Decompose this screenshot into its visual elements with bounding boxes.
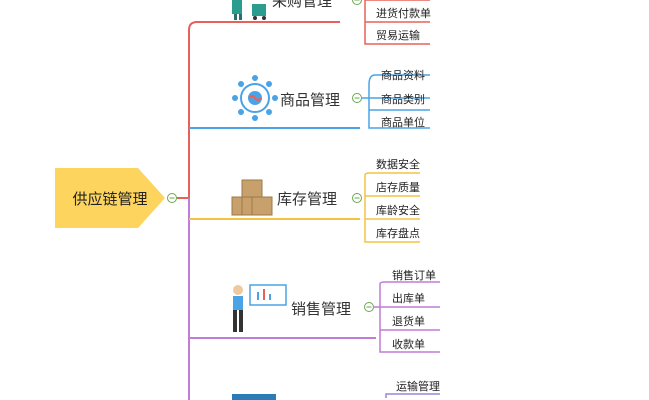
inventory-leaf-bracket [364,172,420,243]
leaf-logistics-management[interactable]: 运输管理 [396,380,440,393]
leaf-product-category[interactable]: 商品类别 [381,93,425,106]
purchase-collapse-toggle[interactable] [352,0,362,5]
leaf-inventory-age-safety[interactable]: 库龄安全 [376,204,420,217]
leaf-inventory-data-security[interactable]: 数据安全 [376,158,420,171]
leaf-sales-receipt[interactable]: 收款单 [392,338,425,351]
leaf-purchase-transport[interactable]: 贸易运输 [376,29,420,42]
product-collapse-toggle[interactable] [352,93,362,103]
root-collapse-toggle[interactable] [167,193,177,203]
inventory-collapse-toggle[interactable] [352,193,362,203]
leaf-product-unit[interactable]: 商品单位 [381,116,425,129]
sales-collapse-toggle[interactable] [364,302,374,312]
purchase-leaf-bracket [364,0,430,45]
branch-label-sales[interactable]: 销售管理 [291,300,352,318]
leaf-product-info[interactable]: 商品资料 [381,69,425,82]
worker-with-cart-icon [232,0,266,20]
presenter-chart-icon [233,284,287,332]
trunk-up [188,21,198,198]
leaf-inventory-count[interactable]: 库存盘点 [376,227,420,240]
root-node-shape[interactable] [55,168,165,228]
root-node-label: 供应链管理 [72,189,148,208]
branch-label-purchase[interactable]: 采购管理 [272,0,333,10]
leaf-sales-order[interactable]: 销售订单 [392,269,436,282]
leaf-sales-outbound[interactable]: 出库单 [392,292,425,305]
leaf-purchase-payment[interactable]: 进货付款单 [376,7,431,20]
product-leaf-bracket [362,74,430,129]
branch-label-product[interactable]: 商品管理 [280,91,341,109]
sales-leaf-bracket [374,281,440,353]
logistics-leaf-bracket [385,393,440,398]
product-network-icon [232,75,278,121]
monitor-icon [232,394,276,400]
leaf-inventory-quality[interactable]: 店存质量 [376,181,420,194]
leaf-sales-return[interactable]: 退货单 [392,315,425,328]
branch-label-inventory[interactable]: 库存管理 [277,190,338,208]
stacked-boxes-icon [231,179,273,216]
